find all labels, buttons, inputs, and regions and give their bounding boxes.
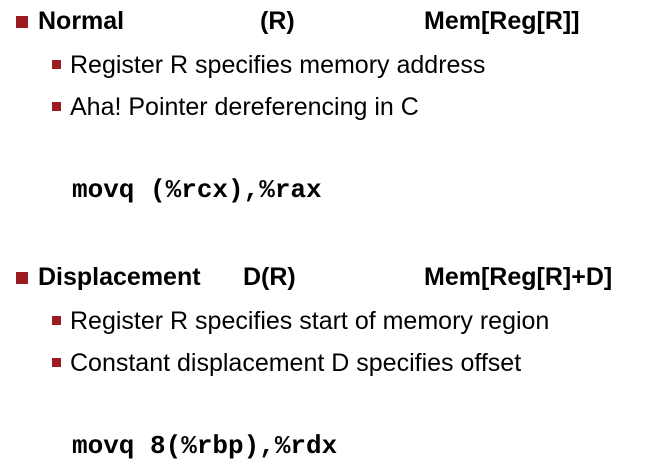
bullet-text: Register R specifies start of memory reg… — [70, 307, 550, 335]
square-bullet-icon — [16, 272, 28, 284]
list-item: Register R specifies memory address — [0, 44, 655, 86]
displacement-mode-heading: Displacement D(R) Mem[Reg[R]+D] — [0, 256, 655, 300]
normal-mode-heading: Normal (R) Mem[Reg[R]] — [0, 0, 655, 44]
mode-syntax: D(R) — [243, 263, 296, 291]
square-bullet-icon — [16, 16, 28, 28]
mode-syntax: (R) — [260, 7, 295, 35]
list-item: Aha! Pointer dereferencing in C — [0, 86, 655, 128]
square-bullet-icon — [52, 358, 61, 367]
list-item: Constant displacement D specifies offset — [0, 342, 655, 384]
square-bullet-icon — [52, 316, 61, 325]
bullet-text: Constant displacement D specifies offset — [70, 349, 522, 377]
code-example: movq (%rcx),%rax — [72, 175, 322, 205]
bullet-text: Register R specifies memory address — [70, 51, 486, 79]
list-item: Register R specifies start of memory reg… — [0, 300, 655, 342]
bullet-text: Aha! Pointer dereferencing in C — [70, 93, 419, 121]
mode-name: Displacement — [38, 263, 201, 291]
mode-meaning: Mem[Reg[R]+D] — [424, 263, 613, 291]
code-example: movq 8(%rbp),%rdx — [72, 431, 338, 461]
mode-name: Normal — [38, 7, 125, 35]
square-bullet-icon — [52, 60, 61, 69]
mode-meaning: Mem[Reg[R]] — [424, 7, 580, 35]
displacement-mode-section: Displacement D(R) Mem[Reg[R]+D] Register… — [0, 256, 655, 461]
normal-mode-section: Normal (R) Mem[Reg[R]] Register R specif… — [0, 0, 655, 205]
square-bullet-icon — [52, 102, 61, 111]
